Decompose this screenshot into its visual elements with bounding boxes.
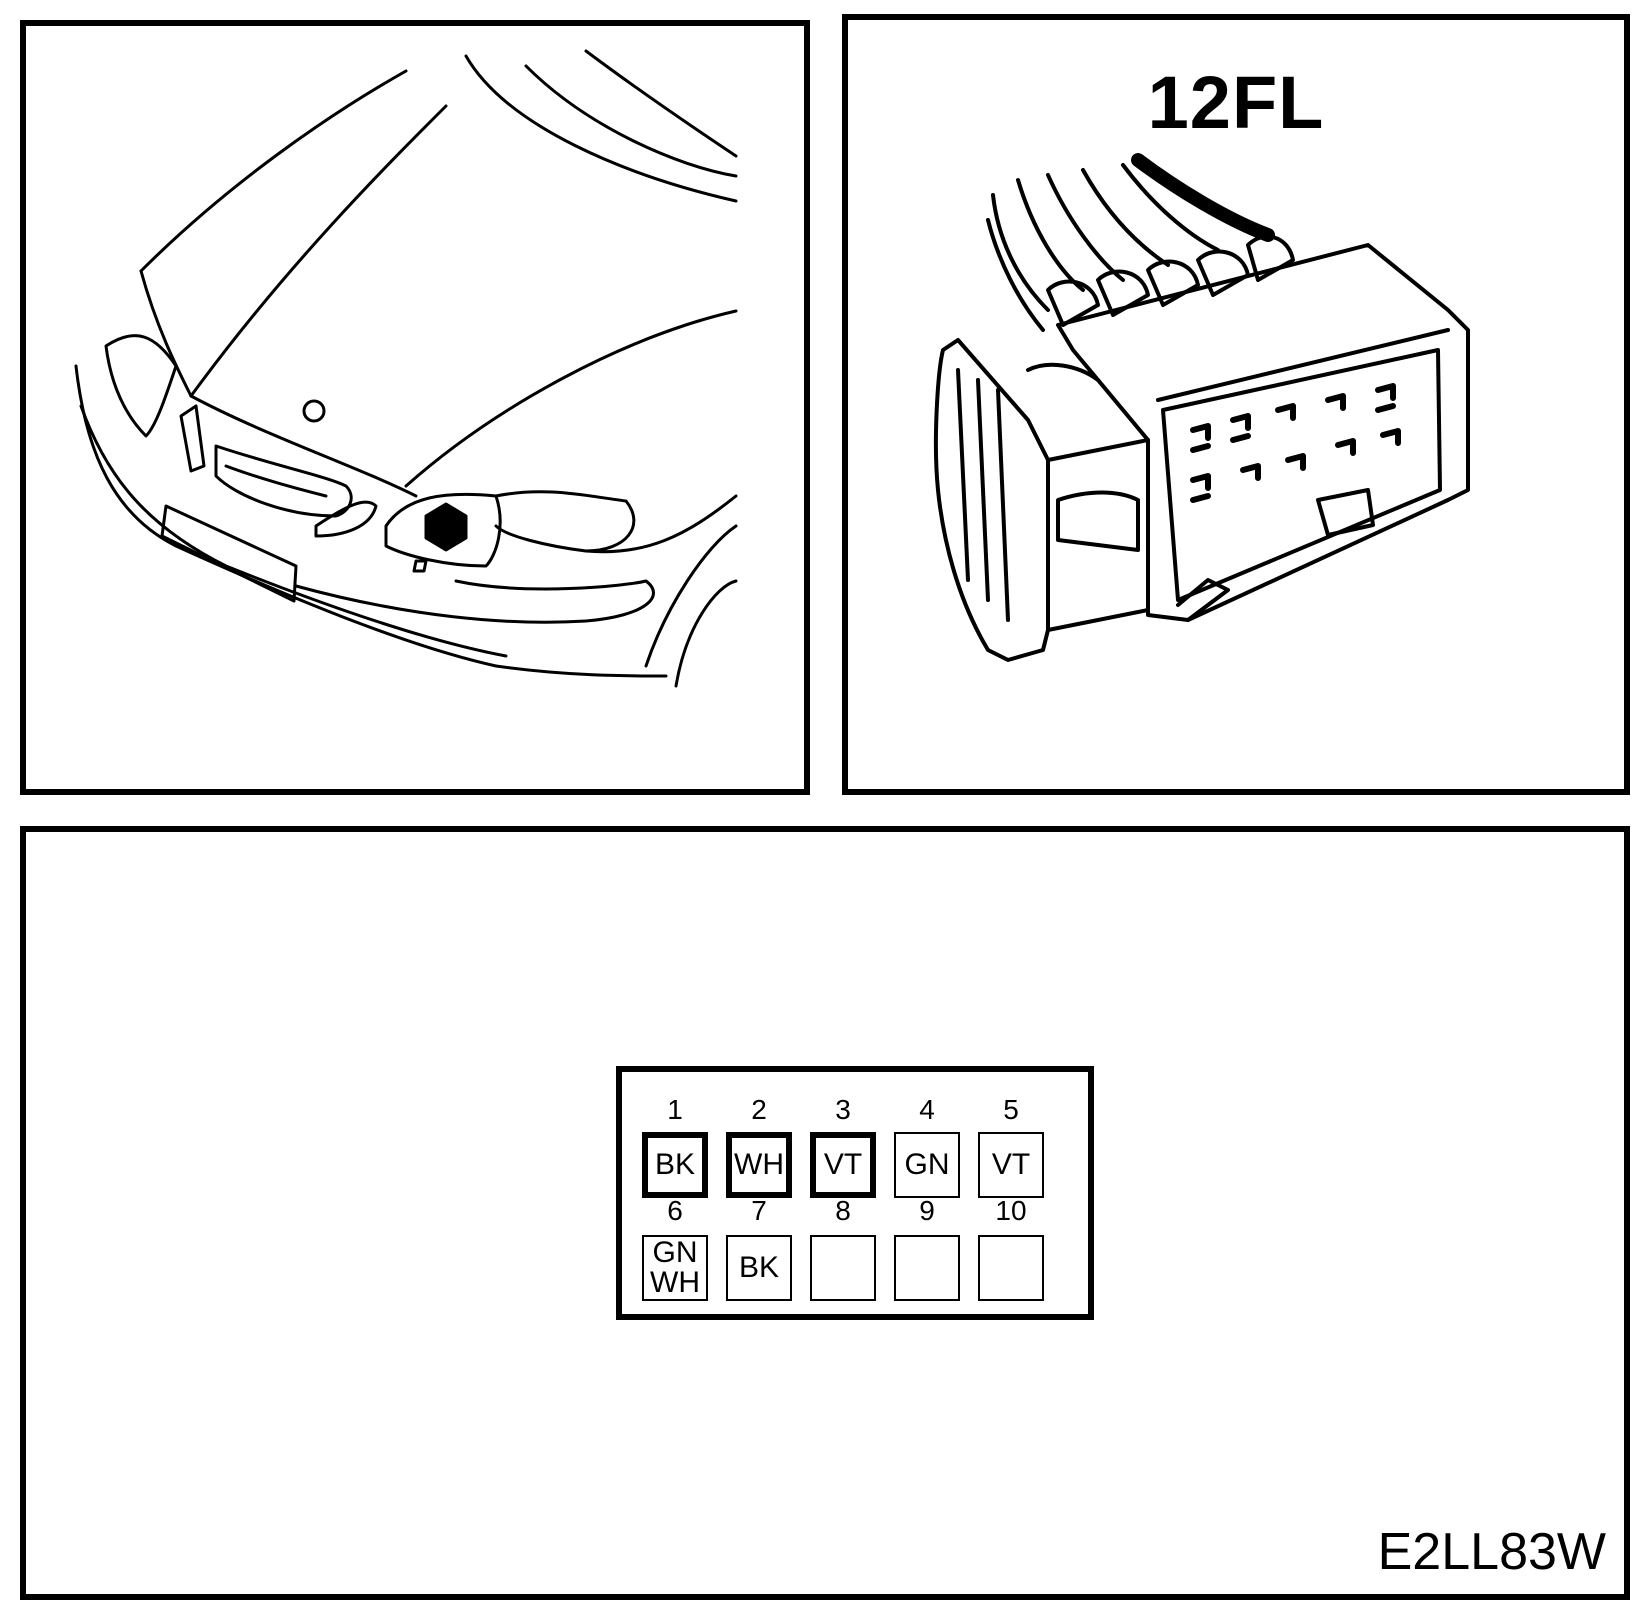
pin-number: 2 xyxy=(751,1094,767,1125)
pin-wire-color: GN xyxy=(652,1236,698,1269)
pin-number: 7 xyxy=(751,1195,767,1226)
pin-number: 4 xyxy=(919,1094,935,1125)
pin-number: 5 xyxy=(1003,1094,1019,1125)
pin-1: BK xyxy=(642,1132,708,1198)
diagram-code: E2LL83W xyxy=(1377,1523,1606,1581)
vehicle-front-illustration xyxy=(74,49,738,688)
pin-wire-color: VT xyxy=(823,1148,863,1181)
pin-2: WH xyxy=(726,1132,792,1198)
pin-8 xyxy=(810,1235,876,1301)
pin-10 xyxy=(978,1235,1044,1301)
connector-title: 12FL xyxy=(1147,61,1325,144)
pin-wire-color: BK xyxy=(738,1251,780,1284)
pin-5: VT xyxy=(978,1132,1044,1198)
pin-number: 8 xyxy=(835,1195,851,1226)
pin-wire-color: BK xyxy=(654,1148,696,1181)
connector-illustration xyxy=(933,153,1470,662)
pin-wire-color: VT xyxy=(991,1148,1031,1181)
pin-7: BK xyxy=(726,1235,792,1301)
pin-wire-color: GN xyxy=(904,1148,950,1181)
pin-number: 3 xyxy=(835,1094,851,1125)
pin-3: VT xyxy=(810,1132,876,1198)
pin-4: GN xyxy=(894,1132,960,1198)
pinout-panel: 1 BK 2 WH 3 VT 4 GN 5 VT 6 GN WH 7 BK 8 xyxy=(20,826,1630,1600)
connector-view-panel: 12FL xyxy=(842,14,1630,795)
pin-number: 6 xyxy=(667,1195,683,1226)
pin-6: GN WH xyxy=(642,1235,708,1301)
pin-wire-color: WH xyxy=(734,1148,784,1181)
vehicle-location-panel xyxy=(20,20,810,795)
pin-number: 9 xyxy=(919,1195,935,1226)
pin-9 xyxy=(894,1235,960,1301)
pin-wire-color: WH xyxy=(650,1266,700,1299)
connector-pin-block: 1 BK 2 WH 3 VT 4 GN 5 VT 6 GN WH 7 BK 8 xyxy=(616,1066,1094,1320)
pin-number: 10 xyxy=(995,1195,1027,1226)
pin-number: 1 xyxy=(667,1094,683,1125)
